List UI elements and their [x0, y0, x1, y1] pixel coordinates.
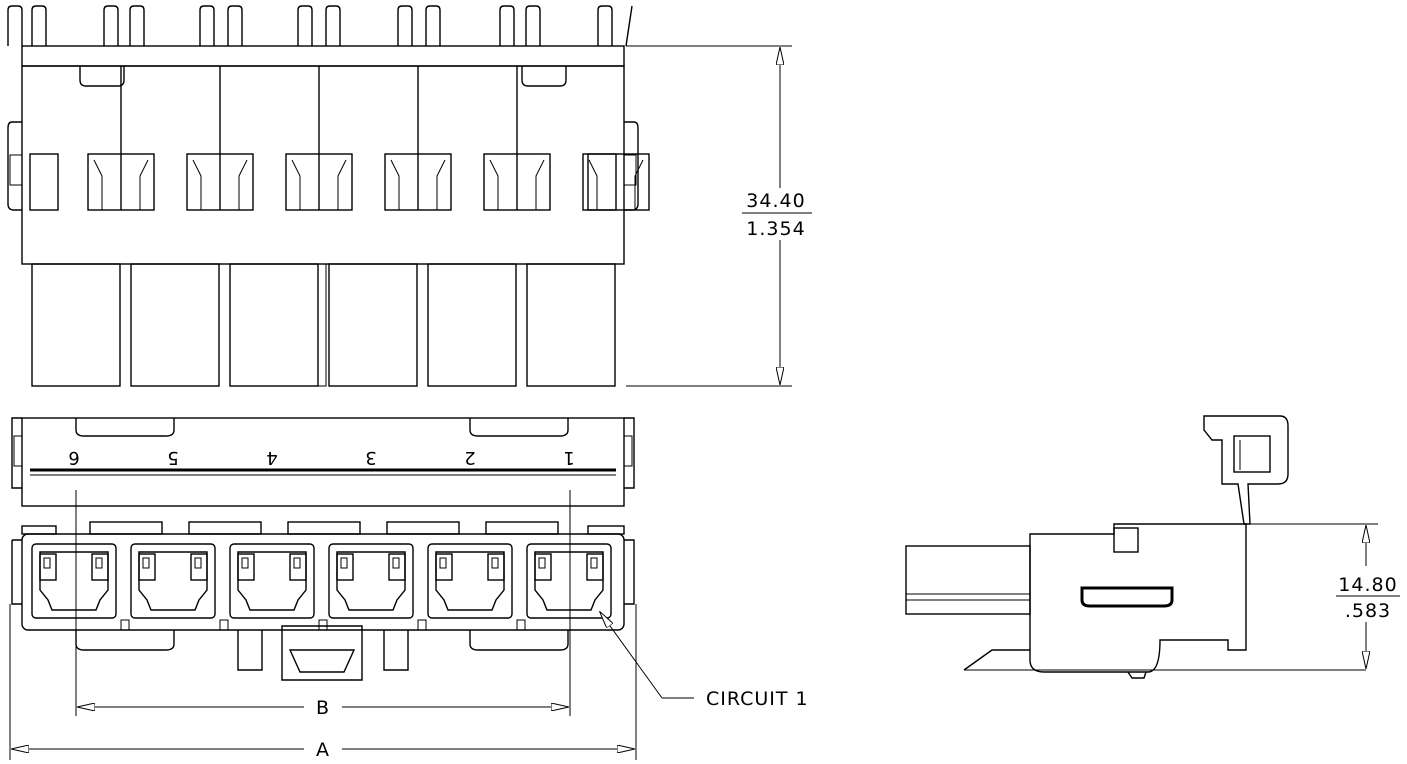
- top-view-body: [21, 65, 625, 265]
- terminal-cavity: [229, 543, 315, 619]
- latch-tab: [590, 557, 598, 569]
- circuit-1-callout: CIRCUIT 1: [706, 688, 809, 710]
- top-terminal-pins: [7, 5, 633, 47]
- pin-edge: [625, 5, 633, 47]
- side-height-dimension: 14.80 .583: [1248, 523, 1400, 668]
- top-rib: [287, 521, 361, 535]
- cavity-contact: [93, 159, 149, 210]
- wire-sleeve: [427, 263, 517, 387]
- cavity-contact: [489, 159, 545, 210]
- latch-tab: [340, 557, 348, 569]
- terminal-pin: [597, 5, 613, 46]
- terminal-pin: [425, 5, 441, 46]
- end-window: [29, 153, 59, 211]
- latch-tab: [538, 557, 546, 569]
- latch-tab: [142, 557, 150, 569]
- terminal-pin: [103, 5, 119, 46]
- front-view: 6 5 4 3 2 1 CIRCUIT 1: [11, 417, 809, 710]
- front-ribs: [21, 521, 625, 535]
- latch-window: [534, 553, 552, 581]
- height-inch-label: 1.354: [746, 218, 805, 240]
- side-inch-label: .583: [1345, 600, 1391, 622]
- latch-window: [435, 553, 453, 581]
- terminal-pin: [199, 5, 215, 46]
- keying-rib: [120, 619, 130, 631]
- side-view: [905, 415, 1366, 679]
- latch-window: [91, 553, 109, 581]
- terminal-pin: [227, 5, 243, 46]
- terminal-pin: [525, 5, 541, 46]
- top-view: [7, 5, 650, 387]
- dimension-b-label: B: [316, 697, 330, 719]
- circuit-number: 3: [365, 447, 376, 468]
- latch-window: [388, 553, 406, 581]
- circuit-number: 5: [167, 447, 178, 468]
- wire-sleeve: [229, 263, 319, 387]
- keying-rib: [516, 619, 526, 631]
- terminal-pin: [325, 5, 341, 46]
- circuit-number: 2: [464, 447, 475, 468]
- latch-tab: [392, 557, 400, 569]
- height-dimension: 34.40 1.354: [626, 45, 812, 387]
- front-cavities: [31, 543, 612, 631]
- cavity-contact: [390, 159, 446, 210]
- terminal-cavity: [427, 543, 513, 619]
- top-rib: [485, 521, 559, 535]
- side-mm-label: 14.80: [1338, 574, 1397, 596]
- latch-tab: [194, 557, 202, 569]
- latch-window: [586, 553, 604, 581]
- cavity-contact: [291, 159, 347, 210]
- dimension-a-label: A: [316, 739, 330, 761]
- top-rib: [89, 521, 163, 535]
- latch-tab: [293, 557, 301, 569]
- circuit-number: 4: [266, 447, 277, 468]
- latch-tab: [491, 557, 499, 569]
- cavity-contact: [588, 159, 644, 210]
- latch-tab: [241, 557, 249, 569]
- latch-tab: [95, 557, 103, 569]
- keying-rib: [318, 619, 328, 631]
- latch-window: [237, 553, 255, 581]
- wire-sleeve: [31, 263, 121, 387]
- terminal-pin: [31, 5, 47, 46]
- cavity-contact: [192, 159, 248, 210]
- terminal-cavity: [130, 543, 216, 619]
- latch-window: [289, 553, 307, 581]
- keying-rib: [417, 619, 427, 631]
- latch-tab: [439, 557, 447, 569]
- end-window: [587, 153, 617, 211]
- wire-sleeve: [130, 263, 220, 387]
- wire-sleeve: [526, 263, 616, 387]
- terminal-pin: [129, 5, 145, 46]
- terminal-pin: [297, 5, 313, 46]
- latch-window: [487, 553, 505, 581]
- terminal-cavity: [31, 543, 117, 619]
- keying-rib: [219, 619, 229, 631]
- end-rib: [21, 525, 57, 535]
- wire-sleeve: [328, 263, 418, 387]
- top-rib: [188, 521, 262, 535]
- latch-tab: [43, 557, 51, 569]
- terminal-pin: [499, 5, 515, 46]
- circuit-number: 6: [68, 447, 79, 468]
- wire-sleeves: [31, 263, 616, 387]
- height-mm-label: 34.40: [746, 190, 805, 212]
- top-rib: [386, 521, 460, 535]
- circuit-number-labels: 6 5 4 3 2 1: [68, 447, 574, 468]
- terminal-pin: [7, 5, 23, 46]
- latch-window: [336, 553, 354, 581]
- end-rib: [587, 525, 625, 535]
- latch-window: [39, 553, 57, 581]
- center-key: [317, 263, 327, 387]
- terminal-cavity: [328, 543, 414, 619]
- circuit-number: 1: [563, 447, 574, 468]
- latch-window: [190, 553, 208, 581]
- top-cavity-windows: [29, 66, 650, 211]
- terminal-pin: [397, 5, 413, 46]
- latch-window: [138, 553, 156, 581]
- width-dimensions: B A: [9, 490, 637, 761]
- terminal-cavity: [526, 543, 612, 619]
